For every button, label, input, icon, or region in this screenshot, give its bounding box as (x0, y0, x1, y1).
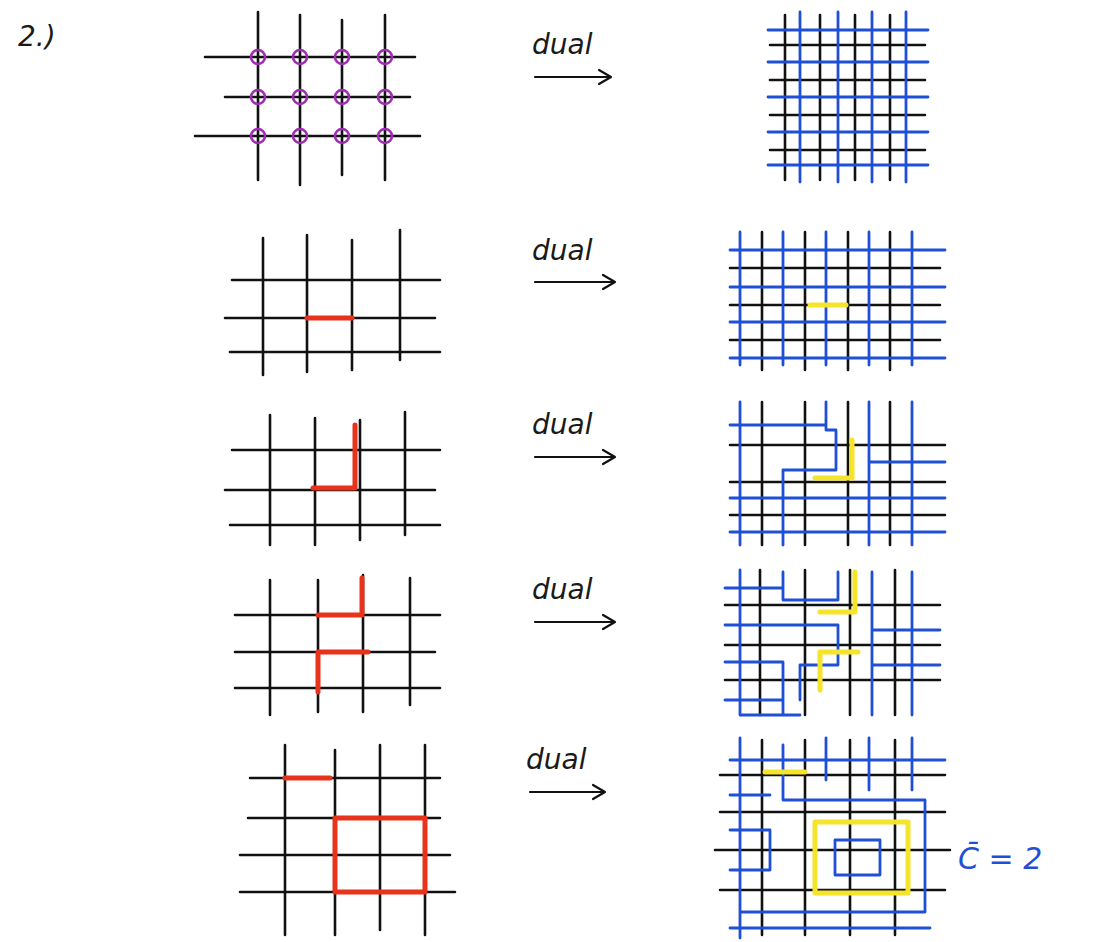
vertex-circle (293, 90, 307, 104)
vertex-circle (251, 129, 265, 143)
lattice-grid (715, 740, 950, 935)
vertex-circle (293, 50, 307, 64)
lattice-grid (235, 575, 440, 715)
vertex-circle (378, 129, 392, 143)
vertex-circle (293, 129, 307, 143)
vertex-circle (335, 129, 349, 143)
dual-label: dual (532, 236, 592, 267)
lattice-grid (730, 402, 945, 545)
dual-label: dual (532, 575, 592, 606)
vertex-circle (251, 90, 265, 104)
lattice-grid (240, 745, 455, 935)
dual-label: dual (532, 410, 592, 441)
dual-lattice-grid (730, 232, 945, 365)
vertex-circle (335, 90, 349, 104)
vertex-circle (335, 50, 349, 64)
dual-excited-edges (820, 572, 858, 690)
problem-number: 2.) (18, 22, 56, 53)
lattice-grid (195, 12, 420, 185)
lattice-grid (225, 412, 440, 545)
excited-edge (307, 316, 352, 321)
dual-arrow (535, 70, 611, 84)
lattice-grid (225, 230, 440, 375)
dual-label: dual (526, 745, 586, 776)
dual-arrow (535, 450, 615, 464)
dual-arrow (535, 615, 615, 629)
dual-excited-edge (810, 303, 846, 308)
dual-lattice-grid (725, 570, 940, 715)
dual-lattice-grid (768, 12, 928, 182)
dual-lattice-grid (730, 738, 945, 938)
excited-edges (318, 578, 368, 692)
lattice-grid (730, 232, 940, 370)
vertex-circle (251, 50, 265, 64)
excited-edges (285, 778, 425, 892)
excited-edges (313, 425, 355, 488)
dual-excited-edges (765, 772, 908, 893)
vertex-circles (251, 50, 392, 143)
vertex-circle (378, 50, 392, 64)
count-label: C̄ = 2 (958, 842, 1042, 875)
dual-lattice-grid (730, 402, 945, 545)
dual-loop (835, 840, 880, 875)
lattice-grid (725, 570, 940, 715)
vertex-circle (378, 90, 392, 104)
dual-arrow (535, 275, 615, 289)
dual-arrow (530, 785, 605, 799)
dual-label: dual (532, 30, 592, 61)
dual-excited-edges (815, 440, 852, 478)
